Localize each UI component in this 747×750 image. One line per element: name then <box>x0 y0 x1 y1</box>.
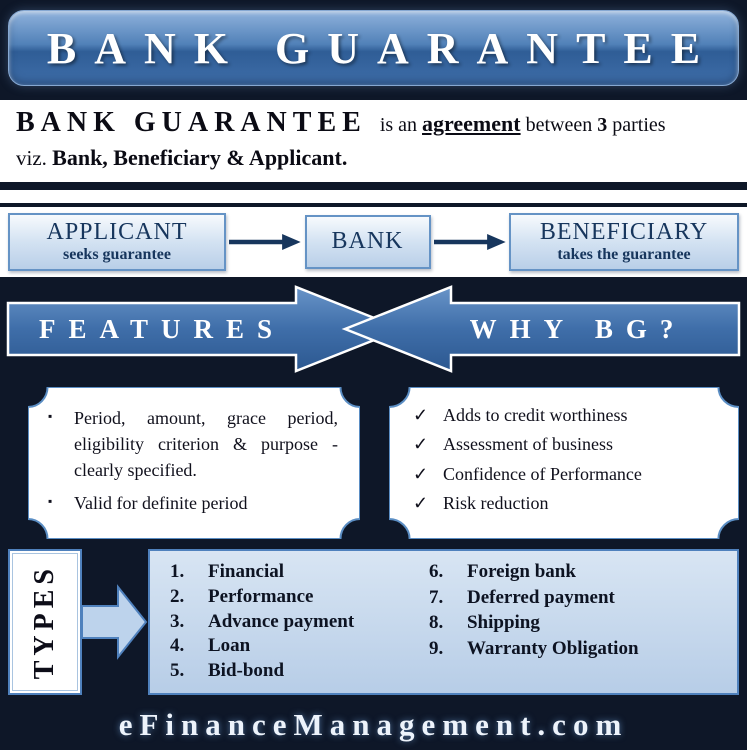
features-list: ▪ Period, amount, grace period, eligibil… <box>48 405 338 516</box>
features-label: FEATURES <box>39 314 285 344</box>
type-label: Financial <box>208 561 285 582</box>
type-item: 9. Warranty Obligation <box>429 638 733 664</box>
whybg-arrow-shape <box>341 285 741 373</box>
check-icon: ✓ <box>413 463 429 484</box>
intro-line-1: BANK GUARANTEE is an agreement between 3… <box>16 104 731 144</box>
whybg-label: WHY BG? <box>470 314 687 344</box>
type-item: 2. Performance <box>170 586 429 611</box>
square-bullet-icon: ▪ <box>48 409 53 423</box>
type-number: 4. <box>170 635 185 657</box>
features-why-arrows: FEATURES WHY BG? <box>6 285 741 373</box>
flow-diagram: APPLICANT seeks guarantee BANK BENEFICIA… <box>0 207 747 277</box>
intro-parties-names: Bank, Beneficiary & Applicant. <box>52 145 348 170</box>
type-label: Performance <box>208 585 314 607</box>
feature-text: Valid for definite period <box>74 493 248 514</box>
beneficiary-subtitle: takes the guarantee <box>557 245 691 263</box>
type-number: 8. <box>428 612 444 633</box>
plaque-shape <box>389 387 739 539</box>
type-label: Foreign bank <box>466 561 576 582</box>
type-number: 3. <box>170 610 185 632</box>
flow-arrow-1-icon <box>226 231 305 253</box>
types-label-box: TYPES <box>8 549 82 695</box>
intro-text: parties <box>612 114 666 136</box>
square-bullet-icon: ▪ <box>48 494 53 509</box>
plaque-shape <box>28 387 360 539</box>
intro-text: is an <box>379 114 418 136</box>
whybg-text: Assessment of business <box>443 434 613 455</box>
type-number: 9. <box>428 637 444 659</box>
whybg-item: ✓ Risk reduction <box>413 491 731 515</box>
type-number: 6. <box>428 561 444 582</box>
types-column-2: 6. Foreign bank 7. Deferred payment 8. S… <box>429 561 733 685</box>
type-number: 7. <box>428 586 444 608</box>
features-box: ▪ Period, amount, grace period, eligibil… <box>28 387 360 539</box>
beneficiary-box: BENEFICIARY takes the guarantee <box>509 213 739 271</box>
feature-item: ▪ Valid for definite period <box>48 490 338 516</box>
type-label: Loan <box>208 635 251 657</box>
whybg-text: Risk reduction <box>443 492 549 513</box>
feature-text: Period, amount, grace period, eligibilit… <box>74 408 338 481</box>
type-label: Deferred payment <box>466 586 615 608</box>
whybg-item: ✓ Adds to credit worthiness <box>413 403 731 427</box>
type-item: 3. Advance payment <box>170 611 429 636</box>
type-item: 6. Foreign bank <box>429 561 733 587</box>
type-label: Shipping <box>466 612 540 633</box>
type-number: 1. <box>170 561 185 582</box>
types-label: TYPES <box>29 564 60 680</box>
whybg-item: ✓ Assessment of business <box>413 432 731 456</box>
main-title: BANK GUARANTEE <box>46 23 719 73</box>
applicant-title: APPLICANT <box>46 219 188 246</box>
whybg-list: ✓ Adds to credit worthiness ✓ Assessment… <box>413 403 731 515</box>
check-icon: ✓ <box>413 434 429 455</box>
beneficiary-title: BENEFICIARY <box>539 219 709 246</box>
intro-agreement: agreement <box>422 111 521 136</box>
whybg-text: Confidence of Performance <box>443 463 642 484</box>
divider-strip <box>0 190 747 203</box>
type-label: Advance payment <box>208 610 355 632</box>
feature-item: ▪ Period, amount, grace period, eligibil… <box>48 405 338 483</box>
intro-text: between <box>525 114 593 136</box>
applicant-subtitle: seeks guarantee <box>63 245 171 263</box>
types-panel: 1. Financial 2. Performance 3. Advance p… <box>148 549 739 695</box>
features-arrow-shape <box>6 285 406 373</box>
types-section: TYPES 1. Financial 2. Performance 3. Adv… <box>0 549 747 695</box>
intro-band: BANK GUARANTEE is an agreement between 3… <box>0 100 747 182</box>
intro-line-2: viz. Bank, Beneficiary & Applicant. <box>16 144 731 172</box>
check-icon: ✓ <box>413 405 429 425</box>
check-icon: ✓ <box>413 492 429 513</box>
types-column-1: 1. Financial 2. Performance 3. Advance p… <box>170 561 429 685</box>
whybg-item: ✓ Confidence of Performance <box>413 462 731 486</box>
type-number: 2. <box>170 585 185 607</box>
flow-arrow-2-icon <box>431 231 510 253</box>
whybg-box: ✓ Adds to credit worthiness ✓ Assessment… <box>389 387 739 539</box>
type-label: Bid-bond <box>208 660 285 682</box>
details-row: ▪ Period, amount, grace period, eligibil… <box>0 379 747 539</box>
header-banner: BANK GUARANTEE <box>8 10 739 86</box>
type-item: 5. Bid-bond <box>170 660 429 685</box>
applicant-box: APPLICANT seeks guarantee <box>8 213 226 271</box>
type-item: 8. Shipping <box>429 612 733 638</box>
type-label: Warranty Obligation <box>466 637 639 659</box>
type-item: 4. Loan <box>170 635 429 660</box>
bank-title: BANK <box>331 228 404 255</box>
intro-heading: BANK GUARANTEE <box>16 107 367 138</box>
types-arrow-icon <box>82 549 148 695</box>
type-number: 5. <box>170 660 185 682</box>
whybg-text: Adds to credit worthiness <box>443 405 628 425</box>
type-item: 1. Financial <box>170 561 429 586</box>
bank-box: BANK <box>304 215 431 269</box>
intro-three: 3 <box>597 114 608 136</box>
intro-viz: viz. <box>16 146 47 170</box>
type-item: 7. Deferred payment <box>429 587 733 613</box>
site-footer: eFinanceManagement.com <box>118 707 629 742</box>
